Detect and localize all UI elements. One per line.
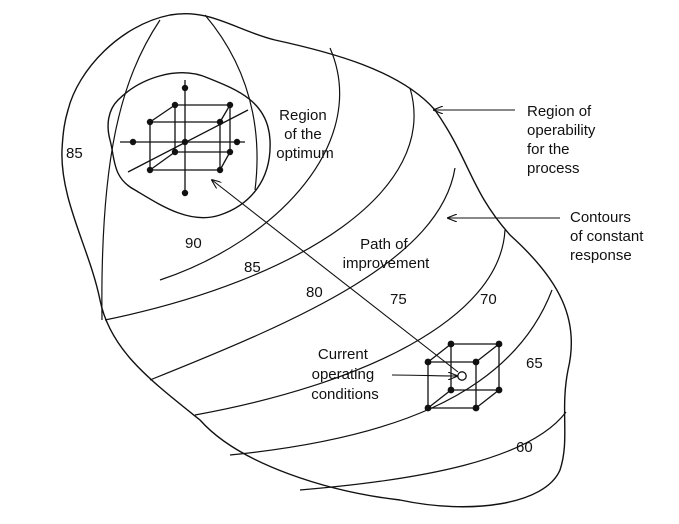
contour-line	[204, 14, 258, 191]
contour-value-label: 60	[516, 439, 533, 456]
contour-line	[101, 19, 161, 321]
operability-region-outline	[61, 13, 572, 508]
contour-value-label: 70	[480, 291, 497, 308]
contour-line	[159, 47, 341, 281]
contour-line	[149, 167, 456, 381]
contour-value-label: 80	[306, 284, 323, 301]
contours-label: Contours of constant response	[570, 209, 648, 264]
contour-line	[194, 229, 506, 416]
factorial-cube-current	[424, 340, 503, 412]
optimum-region-label: Region of the optimum	[276, 107, 334, 162]
contour-value-label: 85	[66, 145, 83, 162]
contour-line	[229, 289, 553, 456]
composite-design-optimum	[120, 80, 249, 197]
path-of-improvement-arrow	[212, 180, 459, 373]
contour-line	[299, 411, 567, 491]
contour-value-label: 90	[185, 235, 202, 252]
optimum-region-outline	[107, 72, 271, 219]
current-conditions-pointer-arrow	[391, 375, 457, 376]
contour-value-label: 75	[390, 291, 407, 308]
contour-value-label: 65	[526, 355, 543, 372]
contour-line	[104, 87, 415, 321]
path-improvement-label: Path of improvement	[343, 236, 431, 272]
contour-value-label: 85	[244, 259, 261, 276]
current-conditions-label: Current operating conditions	[311, 346, 379, 403]
center-point	[457, 371, 467, 381]
region-operability-label: Region of operability for the process	[527, 103, 600, 177]
